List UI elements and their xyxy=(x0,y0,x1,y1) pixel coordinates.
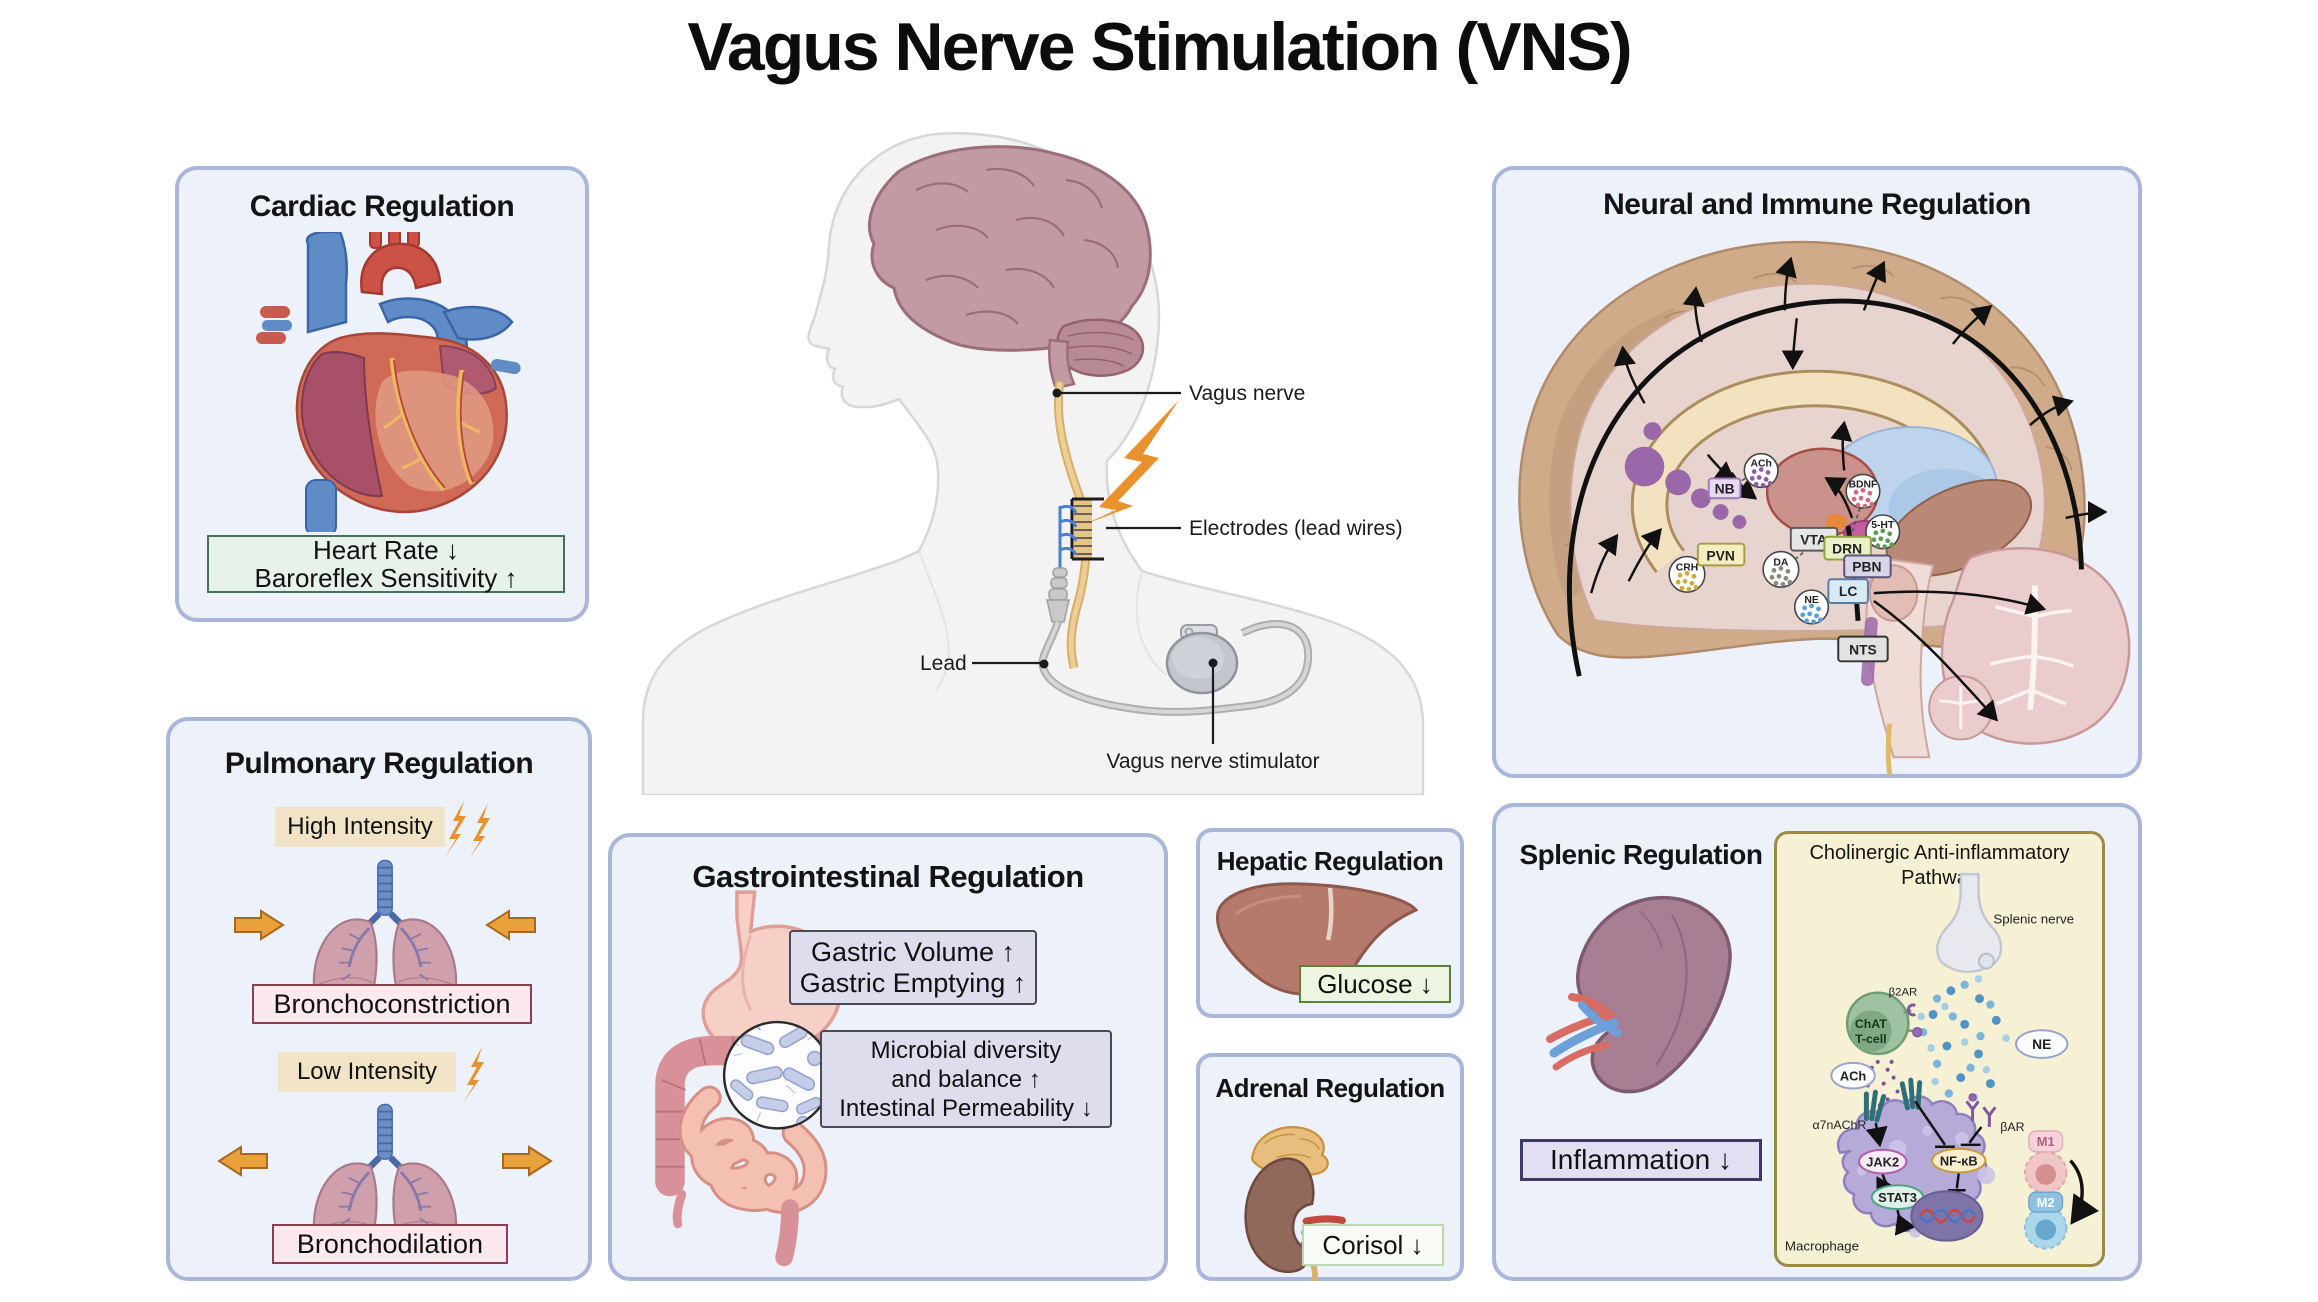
inflammation-box: Inflammation ↓ xyxy=(1520,1139,1762,1181)
microbial-outcome-box: Microbial diversity and balance ↑ Intest… xyxy=(820,1030,1112,1128)
crh-circle-label: CRH xyxy=(1676,562,1698,573)
dilate-arrow-right xyxy=(502,1145,553,1177)
nfkb-node: NF-κB xyxy=(1931,1147,1987,1174)
hepatic-title: Hepatic Regulation xyxy=(1216,846,1444,876)
pulmonary-panel: Pulmonary Regulation High Intensity xyxy=(166,717,592,1281)
neurotransmitter-circles: ACh BDNF 5-HT CRH DA NE xyxy=(1668,452,1901,625)
a7nachr-label: α7nAChR xyxy=(1813,1118,1867,1132)
glucose-box: Glucose ↓ xyxy=(1299,965,1451,1003)
bdnf-circle-label: BDNF xyxy=(1849,479,1878,490)
svg-text:NF-κB: NF-κB xyxy=(1940,1154,1978,1169)
bar-label: βAR xyxy=(2000,1120,2024,1134)
lungs-constricted-illustration xyxy=(234,859,536,1004)
cortisol-box: Corisol ↓ xyxy=(1302,1224,1444,1266)
svg-text:STAT3: STAT3 xyxy=(1878,1190,1917,1205)
high-intensity-bolts-icon xyxy=(445,801,490,859)
liver-illustration xyxy=(1216,882,1419,996)
vta-node: VTA xyxy=(1800,532,1827,548)
hepatic-panel: Hepatic Regulation Glucose ↓ xyxy=(1196,828,1464,1018)
heart-illustration xyxy=(256,232,521,532)
bar-receptors xyxy=(1965,1093,1997,1128)
cardiac-outcome-line1: Heart Rate ↓ xyxy=(313,535,459,565)
svg-text:JAK2: JAK2 xyxy=(1866,1155,1899,1170)
ach-circle-label: ACh xyxy=(1751,459,1772,470)
drn-node: DRN xyxy=(1832,541,1862,557)
cholinergic-title: Cholinergic Anti-inflammatory Pathway xyxy=(1809,842,2070,889)
brain-illustration xyxy=(867,145,1152,390)
constrict-arrow-right xyxy=(485,909,536,941)
gi-title: Gastrointestinal Regulation xyxy=(692,859,1084,894)
electrodes-illustration xyxy=(1046,497,1104,623)
microbiome-magnifier xyxy=(722,1020,832,1130)
chat-label: ChAT xyxy=(1855,1017,1887,1031)
page-title: Vagus Nerve Stimulation (VNS) xyxy=(687,9,1632,85)
brainstem xyxy=(1048,338,1076,390)
dilate-arrow-left xyxy=(217,1145,268,1177)
svg-text:M1: M1 xyxy=(2037,1134,2055,1149)
bronchodilation-box: Bronchodilation xyxy=(272,1224,508,1264)
neural-title: Neural and Immune Regulation xyxy=(1603,188,2031,221)
cardiac-panel: Cardiac Regulation xyxy=(175,166,589,622)
stimulation-bolt-icon xyxy=(1083,400,1179,525)
chat-tcell: ChAT T-cell xyxy=(1845,991,1923,1056)
cardiac-title: Cardiac Regulation xyxy=(249,190,515,223)
high-intensity-label: High Intensity xyxy=(275,807,445,847)
macrophage-label: Macrophage xyxy=(1785,1239,1859,1254)
lc-node: LC xyxy=(1839,583,1857,599)
pvn-node: PVN xyxy=(1706,547,1734,563)
nts-node: NTS xyxy=(1849,641,1877,657)
projection-arrows xyxy=(1589,256,2108,722)
basal-forebrain-nuclei xyxy=(1624,422,1747,529)
nb-node: NB xyxy=(1715,480,1735,496)
central-body-figure: Vagus nerve Electrodes (lead wires) Lead… xyxy=(641,131,1425,795)
cholinergic-illustration: Splenic nerve xyxy=(1785,872,2099,1254)
m2-cell: M2 xyxy=(2023,1191,2068,1250)
gastrointestinal-panel: Gastrointestinal Regulation xyxy=(608,833,1168,1281)
stat3-node: STAT3 xyxy=(1870,1184,1925,1211)
constrict-arrow-left xyxy=(234,909,285,941)
splenic-nerve-terminal xyxy=(1936,872,2003,974)
dna-icon xyxy=(1910,1190,1984,1242)
svg-text:M2: M2 xyxy=(2037,1195,2055,1210)
signaling-arrows xyxy=(1865,1100,1983,1236)
serotonin-circle-label: 5-HT xyxy=(1871,520,1895,531)
body-silhouette xyxy=(641,131,1425,795)
tcell-label: T-cell xyxy=(1855,1032,1887,1046)
brain-node-boxes: NB PVN VTA DRN PBN LC NTS xyxy=(1696,477,1892,663)
ne-label: NE xyxy=(2032,1036,2051,1052)
norepinephrine-dots xyxy=(1917,975,2010,1102)
label-electrodes: Electrodes (lead wires) xyxy=(1189,517,1403,540)
a7nachr-receptors xyxy=(1863,1077,1923,1123)
label-vagus-nerve: Vagus nerve xyxy=(1189,382,1305,405)
cardiac-outcome-box: Heart Rate ↓ Baroreflex Sensitivity ↑ xyxy=(207,535,565,593)
low-intensity-bolt-icon xyxy=(463,1047,484,1103)
low-intensity-label: Low Intensity xyxy=(278,1052,456,1092)
ach-label: ACh xyxy=(1840,1069,1867,1084)
da-circle-label: DA xyxy=(1773,557,1788,568)
adrenal-title: Adrenal Regulation xyxy=(1215,1073,1445,1103)
stimulator-device xyxy=(1165,624,1239,695)
ne-circle-label: NE xyxy=(1804,595,1818,606)
cholinergic-pathway-panel: Cholinergic Anti-inflammatory Pathway Sp… xyxy=(1774,831,2105,1267)
jak2-node: JAK2 xyxy=(1858,1148,1908,1175)
figure-annotations: Vagus nerve Electrodes (lead wires) Lead… xyxy=(920,382,1403,773)
bronchoconstriction-box: Bronchoconstriction xyxy=(252,984,532,1024)
adrenal-panel: Adrenal Regulation Corisol ↓ xyxy=(1196,1053,1464,1281)
pulmonary-title: Pulmonary Regulation xyxy=(224,747,534,780)
splenic-nerve-label: Splenic nerve xyxy=(1993,912,2074,927)
vagal-projection-arc xyxy=(1566,298,2084,677)
b2ar-label: β2AR xyxy=(1889,987,1918,999)
m1-to-m2-arrow xyxy=(2069,1159,2099,1225)
splenic-title: Splenic Regulation xyxy=(1519,839,1763,870)
spleen-illustration xyxy=(1546,895,1732,1094)
gastric-outcome-box: Gastric Volume ↑ Gastric Emptying ↑ xyxy=(789,930,1037,1005)
pbn-node: PBN xyxy=(1852,558,1881,574)
label-stimulator: Vagus nerve stimulator xyxy=(1106,750,1319,773)
splenic-panel: Splenic Regulation Inflammation ↓ Cholin… xyxy=(1492,803,2142,1281)
brain-pathways-illustration: ACh BDNF 5-HT CRH DA NE NB xyxy=(1518,240,2131,775)
m1-cell: M1 xyxy=(2023,1130,2068,1195)
neural-immune-panel: Neural and Immune Regulation xyxy=(1492,166,2142,778)
cardiac-outcome-line2: Baroreflex Sensitivity ↑ xyxy=(254,563,518,593)
label-lead: Lead xyxy=(920,652,967,675)
